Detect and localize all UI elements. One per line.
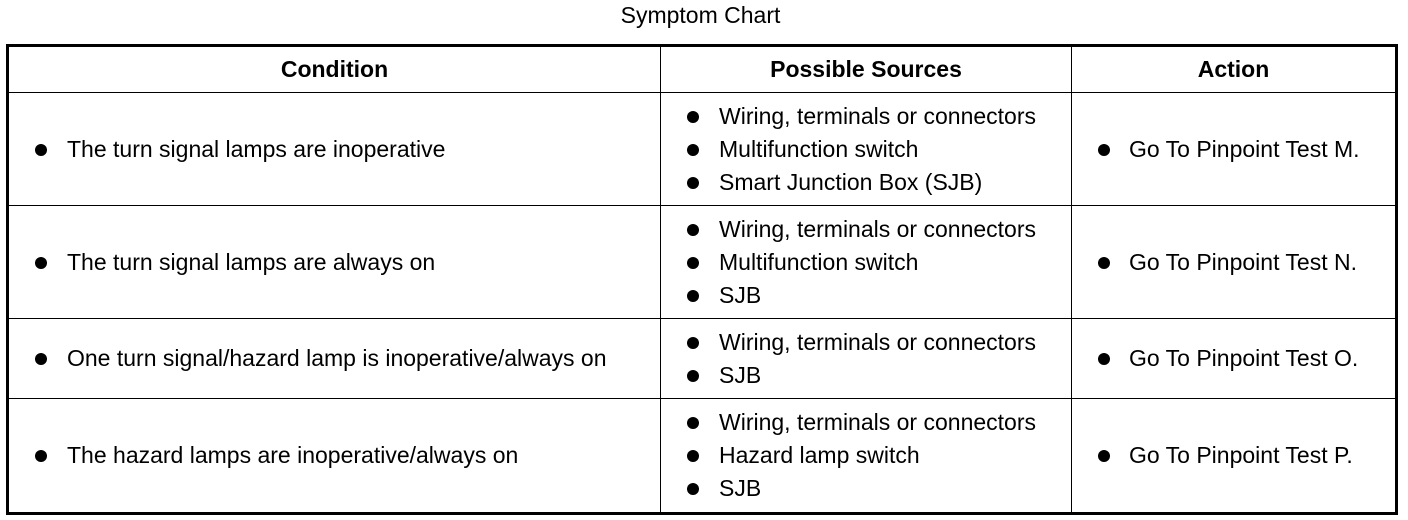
bullet-icon (687, 483, 699, 495)
bullet-icon (1098, 450, 1110, 462)
sources-cell: Wiring, terminals or connectors Multifun… (660, 205, 1072, 319)
table-row: The turn signal lamps are always on Wiri… (7, 205, 1397, 319)
source-text: Multifunction switch (719, 135, 919, 162)
header-possible-sources: Possible Sources (660, 45, 1072, 93)
condition-item: The turn signal lamps are inoperative (9, 133, 660, 166)
source-text: SJB (719, 475, 762, 501)
condition-cell: One turn signal/hazard lamp is inoperati… (7, 318, 661, 399)
source-item: SJB (661, 472, 1071, 505)
bullet-icon (1098, 353, 1110, 365)
source-text: Wiring, terminals or connectors (719, 328, 1036, 355)
source-item: Hazard lamp switch (661, 439, 1071, 472)
bullet-icon (687, 369, 699, 382)
action-item: Go To Pinpoint Test P. (1072, 439, 1395, 472)
action-cell: Go To Pinpoint Test N. (1071, 205, 1397, 319)
source-text: Multifunction switch (719, 248, 919, 275)
source-item: Wiring, terminals or connectors (661, 326, 1071, 359)
bullet-icon (687, 143, 699, 156)
sources-cell: Wiring, terminals or connectors Hazard l… (660, 398, 1072, 514)
condition-cell: The turn signal lamps are inoperative (7, 92, 661, 206)
sources-cell: Wiring, terminals or connectors SJB (660, 318, 1072, 399)
source-text: Wiring, terminals or connectors (719, 215, 1036, 242)
bullet-icon (35, 353, 47, 365)
table-row: One turn signal/hazard lamp is inoperati… (7, 318, 1397, 399)
bullet-icon (687, 223, 699, 236)
source-item: Wiring, terminals or connectors (661, 100, 1071, 133)
action-text: Go To Pinpoint Test P. (1129, 442, 1353, 468)
bullet-icon (687, 450, 699, 462)
symptom-chart-table: Condition Possible Sources Action The tu… (6, 44, 1398, 515)
source-text: Wiring, terminals or connectors (719, 102, 1036, 129)
condition-text: The turn signal lamps are inoperative (67, 135, 446, 162)
action-item: Go To Pinpoint Test N. (1072, 246, 1395, 279)
action-item: Go To Pinpoint Test O. (1072, 342, 1395, 375)
condition-item: The turn signal lamps are always on (9, 246, 660, 279)
header-row: Condition Possible Sources Action (7, 45, 1397, 93)
condition-item: One turn signal/hazard lamp is inoperati… (9, 342, 660, 375)
condition-text: The hazard lamps are inoperative/always … (67, 442, 519, 468)
table-row: The turn signal lamps are inoperative Wi… (7, 92, 1397, 206)
bullet-icon (687, 176, 699, 189)
condition-item: The hazard lamps are inoperative/always … (9, 439, 660, 472)
bullet-icon (1098, 143, 1110, 156)
source-text: Wiring, terminals or connectors (719, 409, 1036, 435)
bullet-icon (687, 110, 699, 123)
action-cell: Go To Pinpoint Test M. (1071, 92, 1397, 206)
bullet-icon (35, 143, 47, 156)
source-item: Multifunction switch (661, 133, 1071, 166)
source-item: Wiring, terminals or connectors (661, 213, 1071, 246)
action-text: Go To Pinpoint Test N. (1129, 248, 1358, 275)
source-text: Smart Junction Box (SJB) (719, 168, 983, 195)
action-cell: Go To Pinpoint Test O. (1071, 318, 1397, 399)
source-item: Smart Junction Box (SJB) (661, 166, 1071, 199)
sources-cell: Wiring, terminals or connectors Multifun… (660, 92, 1072, 206)
table-row: The hazard lamps are inoperative/always … (7, 398, 1397, 514)
chart-title: Symptom Chart (620, 2, 781, 28)
source-text: SJB (719, 361, 762, 388)
source-item: SJB (661, 359, 1071, 392)
bullet-icon (687, 256, 699, 269)
action-text: Go To Pinpoint Test M. (1129, 135, 1360, 162)
bullet-icon (687, 289, 699, 302)
bullet-icon (35, 450, 47, 462)
bullet-icon (35, 256, 47, 269)
condition-cell: The turn signal lamps are always on (7, 205, 661, 319)
header-action: Action (1071, 45, 1397, 93)
action-text: Go To Pinpoint Test O. (1129, 345, 1359, 371)
source-item: Wiring, terminals or connectors (661, 406, 1071, 439)
condition-cell: The hazard lamps are inoperative/always … (7, 398, 661, 514)
source-item: Multifunction switch (661, 246, 1071, 279)
source-text: SJB (719, 281, 762, 308)
bullet-icon (687, 336, 699, 349)
condition-text: One turn signal/hazard lamp is inoperati… (67, 345, 607, 371)
bullet-icon (1098, 256, 1110, 269)
action-cell: Go To Pinpoint Test P. (1071, 398, 1397, 514)
source-item: SJB (661, 279, 1071, 312)
action-item: Go To Pinpoint Test M. (1072, 133, 1395, 166)
condition-text: The turn signal lamps are always on (67, 248, 436, 275)
header-condition: Condition (7, 45, 661, 93)
source-text: Hazard lamp switch (719, 442, 920, 468)
bullet-icon (687, 417, 699, 429)
